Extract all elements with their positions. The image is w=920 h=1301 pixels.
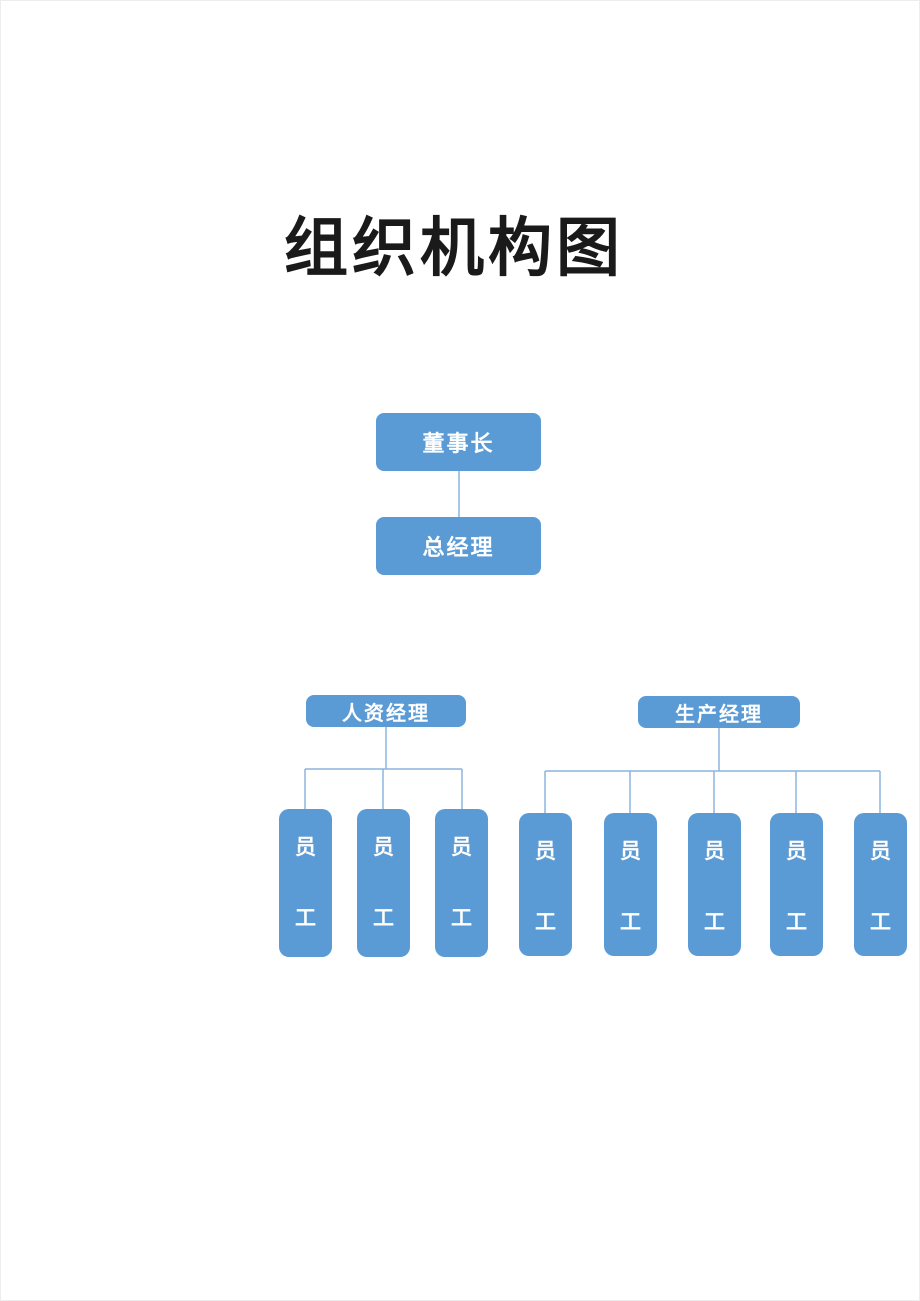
node-general-manager: 总经理 xyxy=(376,517,541,575)
employee-node: 员 工 xyxy=(688,813,741,956)
employee-label-bottom: 工 xyxy=(704,910,725,934)
node-chairman: 董事长 xyxy=(376,413,541,471)
employee-node: 员 工 xyxy=(435,809,488,957)
employee-label-top: 员 xyxy=(451,835,472,859)
node-general-manager-label: 总经理 xyxy=(422,536,495,561)
page-title: 组织机构图 xyxy=(284,212,624,286)
node-hr-manager-label: 人资经理 xyxy=(342,700,430,725)
employee-label-top: 员 xyxy=(704,839,725,863)
node-hr-manager: 人资经理 xyxy=(306,695,466,727)
employee-node: 员 工 xyxy=(279,809,332,957)
employee-label-top: 员 xyxy=(786,839,807,863)
employee-label-bottom: 工 xyxy=(295,906,316,930)
node-production-manager: 生产经理 xyxy=(638,696,800,728)
employee-label-top: 员 xyxy=(870,839,891,863)
node-chairman-label: 董事长 xyxy=(422,432,495,457)
employee-node: 员 工 xyxy=(519,813,572,956)
employee-label-bottom: 工 xyxy=(451,906,472,930)
employee-label-top: 员 xyxy=(295,835,316,859)
employee-node: 员 工 xyxy=(770,813,823,956)
employee-label-top: 员 xyxy=(535,839,556,863)
employee-label-bottom: 工 xyxy=(373,906,394,930)
employee-label-top: 员 xyxy=(620,839,641,863)
employee-node: 员 工 xyxy=(854,813,907,956)
employee-label-top: 员 xyxy=(373,835,394,859)
employee-label-bottom: 工 xyxy=(535,910,556,934)
employee-label-bottom: 工 xyxy=(620,910,641,934)
employee-label-bottom: 工 xyxy=(870,910,891,934)
employee-node: 员 工 xyxy=(604,813,657,956)
employee-node: 员 工 xyxy=(357,809,410,957)
node-production-manager-label: 生产经理 xyxy=(675,701,763,726)
employee-label-bottom: 工 xyxy=(786,910,807,934)
